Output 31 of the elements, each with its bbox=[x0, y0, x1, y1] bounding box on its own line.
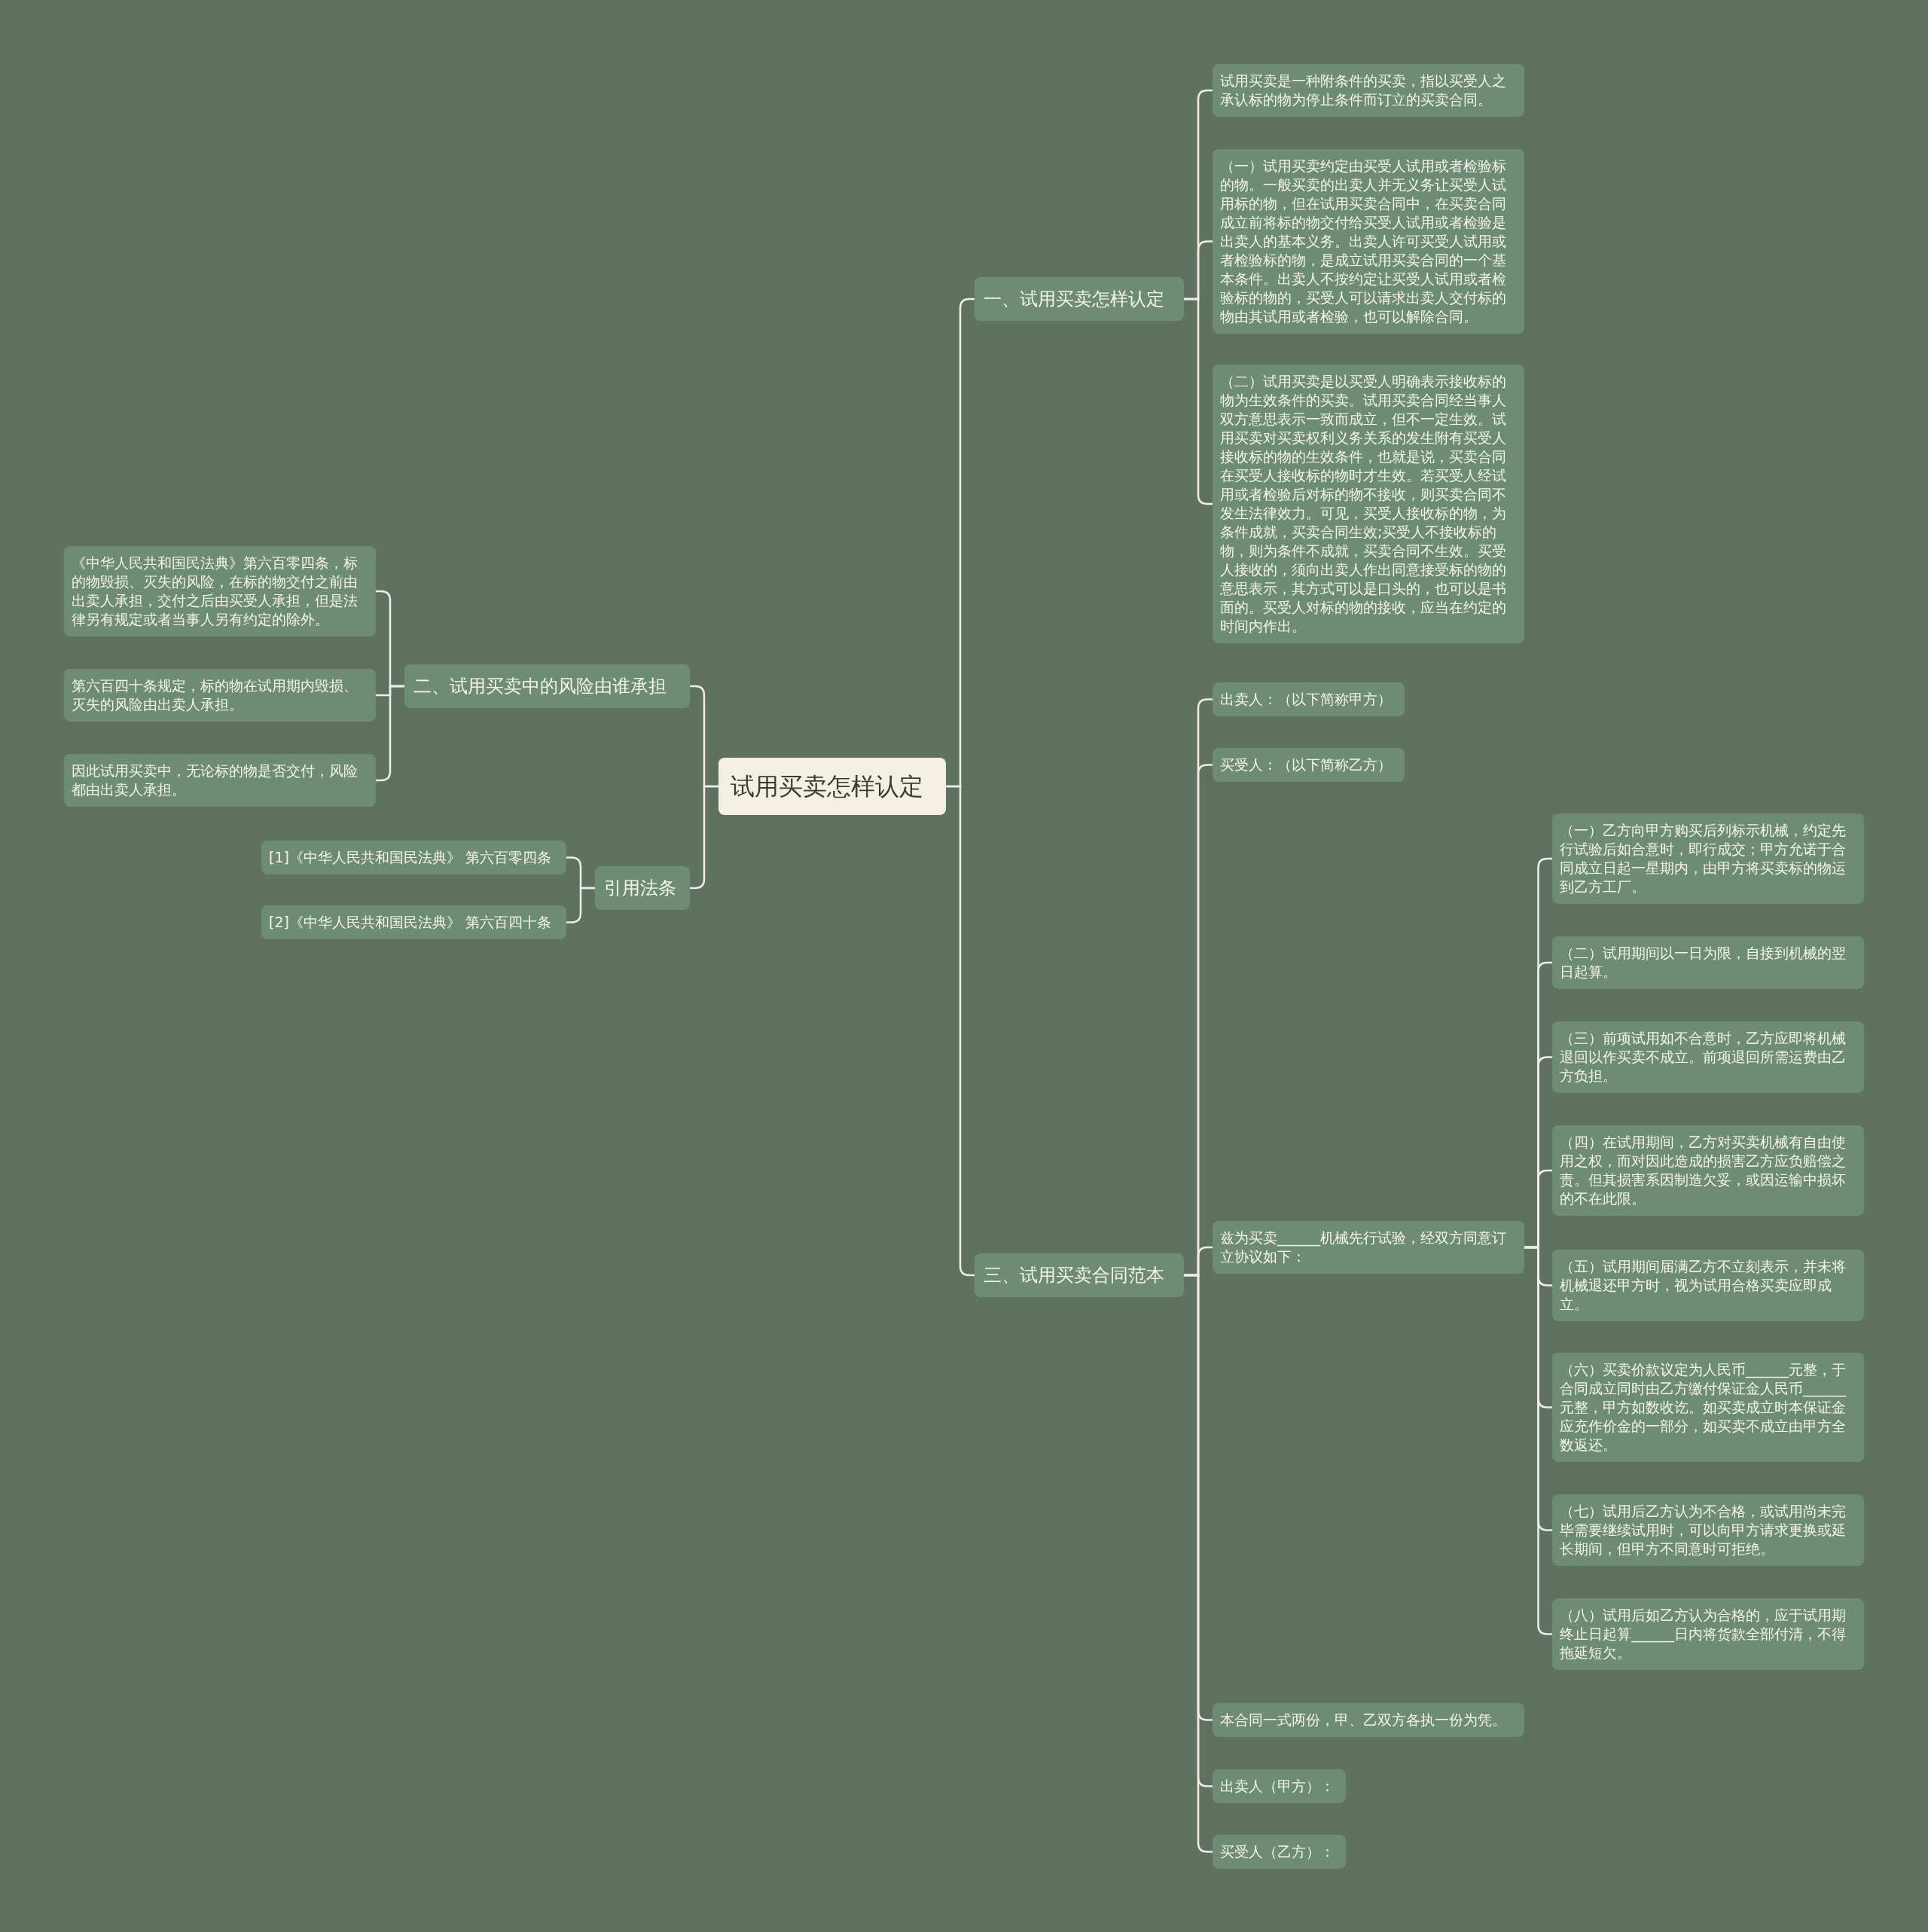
leaf-note-box: 买受人：（以下简称乙方） bbox=[1213, 748, 1405, 782]
leaf-note-box: （六）买卖价款议定为人民币______元整，于合同成立同时由乙方缴付保证金人民币______元整，甲方如数收讫。如买卖成立时本保证金应充作价金的一部分，如买卖不成立由甲方全数返还。 bbox=[1552, 1353, 1864, 1462]
leaf-note-box: （五）试用期间届满乙方不立刻表示，并未将机械退还甲方时，视为试用合格买卖应即成立。 bbox=[1552, 1250, 1864, 1321]
connector-line bbox=[690, 785, 718, 890]
branch-topic-box: 引用法条 bbox=[595, 866, 690, 910]
branch-topic-box: 三、试用买卖合同范本 bbox=[975, 1253, 1184, 1297]
leaf-note-box: 因此试用买卖中，无论标的物是否交付，风险都由出卖人承担。 bbox=[64, 754, 376, 807]
connector-line bbox=[1184, 298, 1213, 505]
leaf-note-box: [1]《中华人民共和国民法典》 第六百零四条 bbox=[261, 841, 566, 874]
branch-topic-box: 二、试用买卖中的风险由谁承担 bbox=[404, 664, 690, 708]
leaf-note-box: 买受人（乙方）： bbox=[1213, 1835, 1346, 1869]
leaf-note-box: [2]《中华人民共和国民法典》 第六百四十条 bbox=[261, 905, 566, 939]
leaf-note-box: （一）试用买卖约定由买受人试用或者检验标的物。一般买卖的出卖人并无义务让买受人试用标的物，但在试用买卖合同中，在买卖合同成立前将标的物交付给买受人试用或者检验是出卖人的基本义务。出卖人许可买受人试用或者检验标的物，是成立试用买卖合同的一个基本条件。出卖人不按约定让买受人试用或者检验标的物的，买受人可以请求出卖人交付标的物由其试用或者检验，也可以解除合同。 bbox=[1213, 149, 1524, 334]
leaf-note-box: （二）试用买卖是以买受人明确表示接收标的物为生效条件的买卖。试用买卖合同经当事人双方意思表示一致而成立，但不一定生效。试用买卖对买卖权利义务关系的发生附有买受人接收标的物的生效条件，也就是说，买卖合同在买受人接收标的物时才生效。若买受人经试用或者检验后对标的物不接收，则买卖合同不发生法律效力。可见，买受人接收标的物，为条件成就，买卖合同生效;买受人不接收标的物，则为条件不成就，买卖合同不生效。买受人接收的，须向出卖人作出同意接受标的物的意思表示，其方式可以是口头的，也可以是书面的。买受人对标的物的接收，应当在约定的时间内作出。 bbox=[1213, 365, 1524, 643]
root-topic-box: 试用买卖怎样认定 bbox=[718, 758, 946, 815]
leaf-note-box: 试用买卖是一种附条件的买卖，指以买受人之承认标的物为停止条件而订立的买卖合同。 bbox=[1213, 64, 1524, 117]
leaf-note-box: 第六百四十条规定，标的物在试用期内毁损、灭失的风险由出卖人承担。 bbox=[64, 669, 376, 722]
connector-line bbox=[566, 887, 595, 923]
leaf-note-box: 兹为买卖______机械先行试验，经双方同意订立协议如下： bbox=[1213, 1221, 1524, 1274]
leaf-note-box: 本合同一式两份，甲、乙双方各执一份为凭。 bbox=[1213, 1703, 1524, 1737]
leaf-note-box: 出卖人：（以下简称甲方） bbox=[1213, 682, 1405, 716]
leaf-note-box: （八）试用后如乙方认为合格的，应于试用期终止日起算______日内将货款全部付清，不得拖延短欠。 bbox=[1552, 1598, 1864, 1670]
leaf-note-box: （四）在试用期间，乙方对买卖机械有自由使用之权，而对因此造成的损害乙方应负赔偿之责。但其损害系因制造欠妥，或因运输中损坏的不在此限。 bbox=[1552, 1125, 1864, 1216]
connector-line bbox=[376, 685, 404, 782]
leaf-note-box: （七）试用后乙方认为不合格，或试用尚未完毕需要继续试用时，可以向甲方请求更换或延长期间，但甲方不同意时可拒绝。 bbox=[1552, 1494, 1864, 1566]
leaf-note-box: （三）前项试用如不合意时，乙方应即将机械退回以作买卖不成立。前项退回所需运费由乙方负担。 bbox=[1552, 1021, 1864, 1093]
branch-topic-box: 一、试用买卖怎样认定 bbox=[975, 277, 1184, 321]
leaf-note-box: 《中华人民共和国民法典》第六百零四条，标的物毁损、灭失的风险，在标的物交付之前由出卖人承担，交付之后由买受人承担，但是法律另有规定或者当事人另有约定的除外。 bbox=[64, 546, 376, 636]
leaf-note-box: （一）乙方向甲方购买后列标示机械，约定先行试验后如合意时，即行成交；甲方允诺于合同成立日起一星期内，由甲方将买卖标的物运到乙方工厂。 bbox=[1552, 813, 1864, 904]
leaf-note-box: （二）试用期间以一日为限，自接到机械的翌日起算。 bbox=[1552, 936, 1864, 989]
leaf-note-box: 出卖人（甲方）： bbox=[1213, 1769, 1346, 1803]
